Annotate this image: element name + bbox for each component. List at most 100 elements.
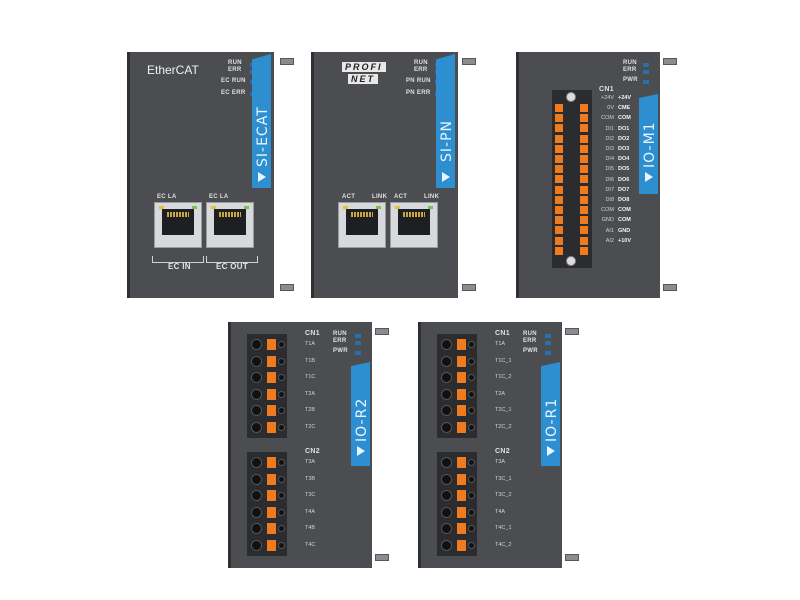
terminal-clamp[interactable]	[457, 539, 466, 551]
terminal-clamp[interactable]	[555, 236, 563, 245]
terminal-clamp[interactable]	[457, 355, 466, 367]
terminal-clamp[interactable]	[457, 473, 466, 485]
wire-entry-hole[interactable]	[251, 405, 262, 416]
terminal-clamp[interactable]	[580, 124, 588, 133]
pin-label: T3A	[305, 459, 316, 465]
terminal-clamp[interactable]	[580, 155, 588, 163]
wire-entry-hole[interactable]	[441, 539, 452, 551]
wire-entry-hole[interactable]	[251, 473, 262, 485]
terminal-clamp[interactable]	[580, 195, 588, 204]
terminal-clamp[interactable]	[267, 421, 276, 433]
terminal-clamp[interactable]	[267, 405, 276, 416]
wire-entry-hole[interactable]	[441, 339, 452, 350]
terminal-clamp[interactable]	[555, 114, 563, 123]
wire-entry-hole[interactable]	[251, 355, 262, 367]
terminal-clamp[interactable]	[267, 506, 276, 518]
screw	[278, 525, 285, 532]
terminal-clamp[interactable]	[457, 506, 466, 518]
ethernet-port-2[interactable]	[390, 202, 438, 248]
wire-entry-hole[interactable]	[441, 355, 452, 367]
terminal-clamp[interactable]	[555, 124, 563, 133]
port-label-act-2: ACT	[394, 194, 408, 200]
wire-entry-hole[interactable]	[251, 506, 262, 518]
terminal-clamp[interactable]	[580, 114, 588, 123]
wire-entry-hole[interactable]	[251, 372, 262, 383]
wire-entry-hole[interactable]	[251, 523, 262, 534]
terminal-clamp[interactable]	[267, 523, 276, 534]
wire-entry-hole[interactable]	[251, 490, 262, 501]
wire-entry-hole[interactable]	[251, 388, 262, 400]
terminal-clamp[interactable]	[457, 490, 466, 501]
led-pwr	[545, 351, 551, 355]
terminal-clamp[interactable]	[555, 185, 563, 194]
terminal-clamp[interactable]	[457, 372, 466, 383]
wire-entry-hole[interactable]	[441, 405, 452, 416]
terminal-clamp[interactable]	[580, 134, 588, 143]
terminal-clamp[interactable]	[555, 206, 563, 214]
terminal-block-cn2[interactable]	[247, 452, 287, 556]
terminal-clamp[interactable]	[580, 165, 588, 174]
terminal-clamp[interactable]	[555, 226, 563, 235]
led-label-pn-run: PN RUN	[406, 78, 431, 84]
wire-entry-hole[interactable]	[251, 457, 262, 468]
terminal-clamp[interactable]	[457, 457, 466, 468]
screw	[468, 541, 475, 549]
terminal-clamp[interactable]	[580, 246, 588, 255]
terminal-clamp[interactable]	[267, 539, 276, 551]
terminal-clamp[interactable]	[267, 473, 276, 485]
wire-entry-hole[interactable]	[441, 523, 452, 534]
terminal-clamp[interactable]	[555, 216, 563, 225]
terminal-clamp[interactable]	[580, 226, 588, 235]
terminal-clamp[interactable]	[580, 185, 588, 194]
wire-entry-hole[interactable]	[251, 339, 262, 350]
ethernet-port-in[interactable]	[154, 202, 202, 248]
terminal-clamp[interactable]	[457, 523, 466, 534]
ethernet-port-1[interactable]	[338, 202, 386, 248]
wire-entry-hole[interactable]	[441, 473, 452, 485]
ethernet-port-out[interactable]	[206, 202, 254, 248]
wire-entry-hole[interactable]	[441, 372, 452, 383]
terminal-clamp[interactable]	[555, 246, 563, 255]
terminal-clamp[interactable]	[267, 372, 276, 383]
led-label-err: ERR	[228, 67, 242, 73]
terminal-clamp[interactable]	[580, 206, 588, 214]
wire-entry-hole[interactable]	[441, 506, 452, 518]
terminal-clamp[interactable]	[267, 339, 276, 350]
pin-label: 0V	[607, 105, 614, 112]
pin-label: DI7	[605, 186, 614, 193]
wire-entry-hole[interactable]	[441, 490, 452, 501]
wire-entry-hole[interactable]	[441, 421, 452, 433]
led-label-ec-err: EC ERR	[221, 90, 246, 96]
screw	[468, 374, 475, 381]
terminal-clamp[interactable]	[580, 216, 588, 225]
terminal-clamp[interactable]	[555, 175, 563, 184]
wire-entry-hole[interactable]	[441, 388, 452, 400]
terminal-clamp[interactable]	[580, 175, 588, 184]
terminal-clamp[interactable]	[555, 134, 563, 143]
terminal-clamp[interactable]	[555, 144, 563, 153]
terminal-clamp[interactable]	[457, 421, 466, 433]
terminal-clamp[interactable]	[267, 457, 276, 468]
terminal-block-cn1[interactable]	[552, 90, 592, 268]
terminal-clamp[interactable]	[267, 355, 276, 367]
wire-entry-hole[interactable]	[441, 457, 452, 468]
terminal-clamp[interactable]	[580, 104, 588, 112]
terminal-clamp[interactable]	[267, 490, 276, 501]
terminal-clamp[interactable]	[457, 405, 466, 416]
terminal-block-cn1[interactable]	[247, 334, 287, 438]
terminal-clamp[interactable]	[555, 104, 563, 112]
pin-label: DI2	[605, 135, 614, 142]
wire-entry-hole[interactable]	[251, 539, 262, 551]
terminal-clamp[interactable]	[457, 388, 466, 400]
terminal-block-cn2[interactable]	[437, 452, 477, 556]
pin-label: AI2	[605, 237, 614, 244]
terminal-clamp[interactable]	[457, 339, 466, 350]
terminal-clamp[interactable]	[580, 144, 588, 153]
terminal-clamp[interactable]	[555, 165, 563, 174]
terminal-clamp[interactable]	[555, 155, 563, 163]
terminal-block-cn1[interactable]	[437, 334, 477, 438]
wire-entry-hole[interactable]	[251, 421, 262, 433]
terminal-clamp[interactable]	[555, 195, 563, 204]
terminal-clamp[interactable]	[267, 388, 276, 400]
terminal-clamp[interactable]	[580, 236, 588, 245]
